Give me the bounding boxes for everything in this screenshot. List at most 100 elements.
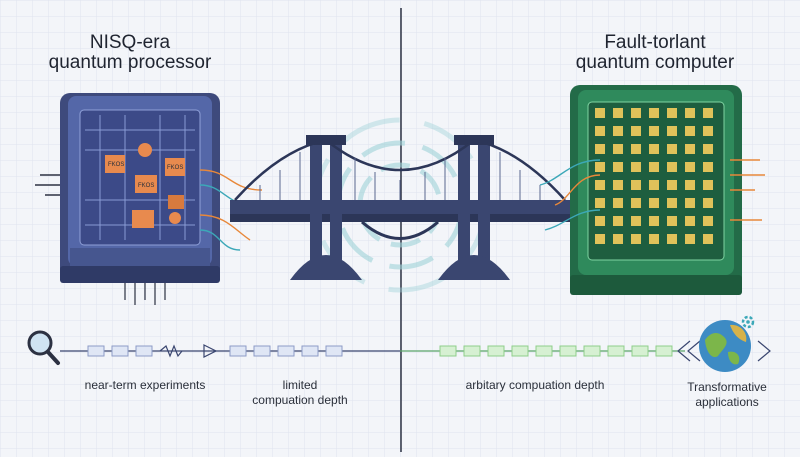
qubit-cell xyxy=(613,108,623,118)
timeline-step xyxy=(607,345,625,357)
qubit-cell xyxy=(649,234,659,244)
qubit-cell xyxy=(685,126,695,136)
chevron-right-icon xyxy=(757,340,771,362)
right-wires xyxy=(539,159,765,231)
timeline xyxy=(60,340,771,362)
qubit-cell xyxy=(703,162,713,172)
qubit-cell xyxy=(613,198,623,208)
label-transformative: Transformative xyxy=(687,380,767,394)
noise-squiggle xyxy=(159,344,183,358)
label-arbitary: arbitary compuation depth xyxy=(465,378,605,392)
qubit-cell xyxy=(667,216,677,226)
qubit-cell xyxy=(703,144,713,154)
timeline-step xyxy=(583,345,601,357)
qubit-cell xyxy=(613,234,623,244)
qubit-cell xyxy=(685,180,695,190)
qubit-cell xyxy=(649,180,659,190)
label-limited: limited xyxy=(282,378,318,392)
qubit-cell xyxy=(631,198,641,208)
qubit-cell xyxy=(595,234,605,244)
right-title-line2: quantum computer xyxy=(575,52,735,73)
chip-label-3: FKOS xyxy=(167,165,183,171)
qubit-cell xyxy=(667,234,677,244)
left-timeline-steps xyxy=(87,345,343,357)
timeline-step xyxy=(111,345,129,357)
qubit-cell xyxy=(631,234,641,244)
qubit-cell xyxy=(685,162,695,172)
qubit-cell xyxy=(613,162,623,172)
bridge xyxy=(230,135,570,280)
qubit-cell xyxy=(649,126,659,136)
chip-modules xyxy=(105,143,185,228)
qubit-cell xyxy=(631,216,641,226)
qubit-cell xyxy=(631,144,641,154)
label-near-term: near-term experiments xyxy=(84,378,206,392)
qubit-cell xyxy=(703,180,713,190)
qubit-cell xyxy=(631,126,641,136)
qubit-cell xyxy=(667,162,677,172)
qubit-cell xyxy=(685,234,695,244)
timeline-step xyxy=(439,345,457,357)
timeline-step xyxy=(229,345,247,357)
left-title-line1: NISQ-era xyxy=(89,32,171,53)
qubit-cell xyxy=(649,108,659,118)
qubit-cell xyxy=(595,108,605,118)
qubit-cell xyxy=(595,198,605,208)
globe-icon xyxy=(699,320,751,372)
timeline-step xyxy=(559,345,577,357)
nisq-processor: FKOS FKOS FKOS xyxy=(60,93,220,305)
qubit-cell xyxy=(703,198,713,208)
qubit-cell xyxy=(703,216,713,226)
qubit-cell xyxy=(649,144,659,154)
fault-tolerant-computer xyxy=(570,85,742,295)
qubit-cell xyxy=(649,198,659,208)
qubit-cell xyxy=(613,126,623,136)
arrow-icon xyxy=(203,344,218,358)
timeline-step xyxy=(463,345,481,357)
qubit-cell xyxy=(595,126,605,136)
label-applications: applications xyxy=(695,395,759,409)
right-timeline-steps xyxy=(439,345,673,357)
timeline-step xyxy=(487,345,505,357)
chip-label-1: FKOS xyxy=(108,162,124,168)
left-title-line2: quantum processor xyxy=(48,52,212,73)
qubit-cell xyxy=(667,108,677,118)
qubit-cell xyxy=(649,216,659,226)
qubit-cell xyxy=(631,162,641,172)
timeline-step xyxy=(535,345,553,357)
qubit-cell xyxy=(613,180,623,190)
qubit-cell xyxy=(667,126,677,136)
timeline-step xyxy=(301,345,319,357)
qubit-cell xyxy=(595,162,605,172)
qubit-cell xyxy=(667,180,677,190)
qubit-cell xyxy=(667,144,677,154)
qubit-cell xyxy=(631,108,641,118)
qubit-cell xyxy=(595,180,605,190)
timeline-step xyxy=(253,345,271,357)
qubit-cell xyxy=(613,216,623,226)
qubit-cell xyxy=(703,108,713,118)
timeline-step xyxy=(655,345,673,357)
timeline-step xyxy=(277,345,295,357)
qubit-cell xyxy=(685,108,695,118)
qubit-cell xyxy=(703,126,713,136)
qubit-cell xyxy=(703,234,713,244)
left-wires xyxy=(35,169,263,251)
magnifier-icon xyxy=(27,330,60,365)
gear-icon xyxy=(741,315,755,329)
qubit-cell xyxy=(685,198,695,208)
timeline-step xyxy=(87,345,105,357)
qubit-cell xyxy=(631,180,641,190)
qubit-cell xyxy=(595,216,605,226)
timeline-step xyxy=(511,345,529,357)
qubit-cell xyxy=(649,162,659,172)
qubit-grid xyxy=(595,108,713,244)
chevron-left-icon xyxy=(677,340,701,362)
qubit-cell xyxy=(667,198,677,208)
right-title-line1: Fault-torlant xyxy=(604,32,706,53)
timeline-step xyxy=(325,345,343,357)
chip-label-2: FKOS xyxy=(138,183,154,189)
qubit-cell xyxy=(595,144,605,154)
